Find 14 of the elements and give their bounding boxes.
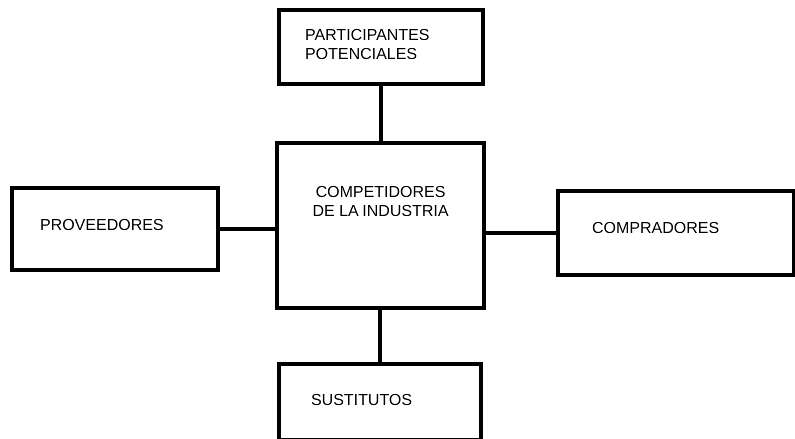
box [277,8,485,86]
connector-line [220,227,275,231]
box [277,362,483,439]
connector-line [486,231,556,235]
box [556,189,795,277]
connector-line [378,310,382,362]
connector-line [379,86,383,141]
box [10,186,220,272]
box-label: COMPRADORES [592,220,720,237]
box-label: COMPETIDORES DE LA INDUSTRIA [312,184,449,220]
box [275,141,486,310]
box-label: PARTICIPANTES POTENCIALES [305,27,430,63]
box-label: PROVEEDORES [40,217,164,234]
box-label: SUSTITUTOS [311,392,412,409]
